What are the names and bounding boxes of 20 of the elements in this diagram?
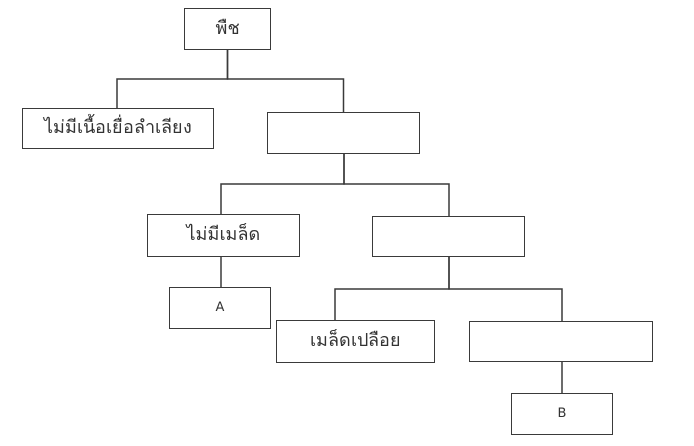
- node-label: ไม่มีเนื้อเยื่อลำเลียง: [44, 116, 192, 141]
- connector-line: [226, 50, 344, 112]
- classification-box: [511, 393, 613, 435]
- classification-box: [184, 8, 271, 50]
- classification-box: [22, 108, 214, 149]
- connector-line: [561, 362, 563, 393]
- classification-box: [169, 287, 271, 329]
- node-label: เมล็ดเปลือย: [310, 329, 401, 354]
- node-label: A: [216, 299, 224, 317]
- node-label: B: [558, 405, 566, 423]
- connector-line: [448, 257, 563, 321]
- connector-line: [220, 257, 222, 287]
- connector-line: [343, 154, 450, 216]
- answer-box: [469, 321, 653, 362]
- node-label: ไม่มีเมล็ด: [186, 223, 260, 248]
- node-label: พืช: [216, 16, 240, 41]
- classification-box: [276, 320, 435, 363]
- classification-box: [147, 214, 300, 257]
- answer-box: [267, 112, 420, 154]
- answer-box: [372, 216, 525, 257]
